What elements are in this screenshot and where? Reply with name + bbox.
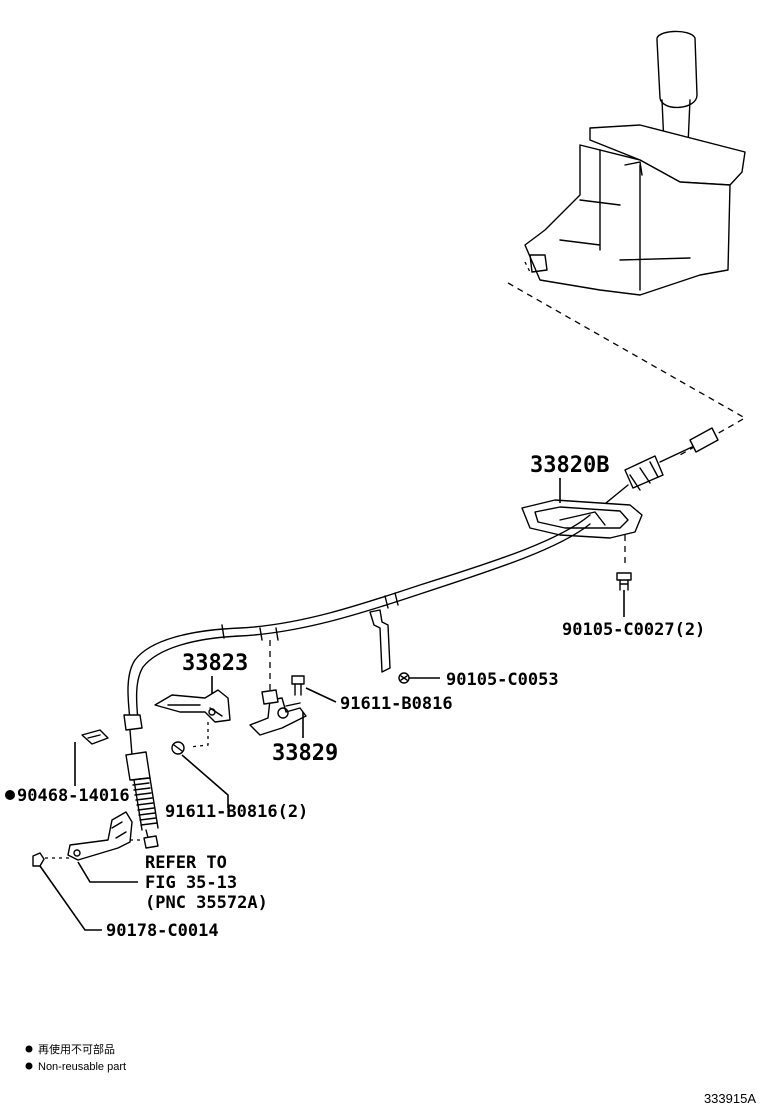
clamp-33829 xyxy=(249,689,307,736)
label-33829: 33829 xyxy=(272,741,338,766)
bolt-91611-b0816-icon xyxy=(291,675,305,696)
label-90468-14016: 90468-14016 xyxy=(17,786,130,806)
refer-line-1: REFER TO xyxy=(145,853,227,873)
non-reusable-marker-90468 xyxy=(5,790,15,800)
leader-91611-b0816-2 xyxy=(181,754,229,808)
legend-bullet-english xyxy=(25,1062,33,1070)
refer-line-2: FIG 35-13 xyxy=(145,873,237,893)
label-90178-c0014: 90178-C0014 xyxy=(106,921,219,941)
bolt-90105-c0053-icon xyxy=(398,672,410,684)
shift-lever-assembly xyxy=(524,30,746,296)
label-33820b: 33820B xyxy=(530,453,609,478)
dotted-line-bracket xyxy=(45,839,145,859)
nut-90178-c0014-icon xyxy=(32,852,45,867)
figure-number: 333915A xyxy=(704,1091,756,1106)
bolt-90105-c0027-icon xyxy=(616,572,632,591)
transmission-control-cable xyxy=(123,514,591,849)
cable-bracket-plate xyxy=(521,499,643,539)
shift-lever-bracket xyxy=(67,811,133,861)
clip-90468-14016-icon xyxy=(81,729,109,745)
leader-refer-fig xyxy=(77,861,138,883)
label-90105-c0053: 90105-C0053 xyxy=(446,670,559,690)
refer-line-3: (PNC 35572A) xyxy=(145,893,268,913)
label-33823: 33823 xyxy=(182,651,248,676)
cable-clip-arm xyxy=(369,609,391,673)
legend-japanese: 再使用不可部品 xyxy=(38,1042,115,1056)
bolt-91611-b0816-2-icon xyxy=(171,741,185,755)
cable-end-fitting xyxy=(594,427,719,513)
label-91611-b0816: 91611-B0816 xyxy=(340,694,453,714)
leader-91611-b0816 xyxy=(305,687,337,703)
label-90105-c0027: 90105-C0027(2) xyxy=(562,620,705,640)
dotted-line-33823 xyxy=(189,722,209,748)
legend-bullet-japanese xyxy=(25,1045,33,1053)
bracket-33823 xyxy=(154,689,231,723)
legend-english: Non-reusable part xyxy=(38,1061,126,1073)
label-91611-b0816-2: 91611-B0816(2) xyxy=(165,802,308,822)
leader-90178-c0014 xyxy=(39,865,102,931)
